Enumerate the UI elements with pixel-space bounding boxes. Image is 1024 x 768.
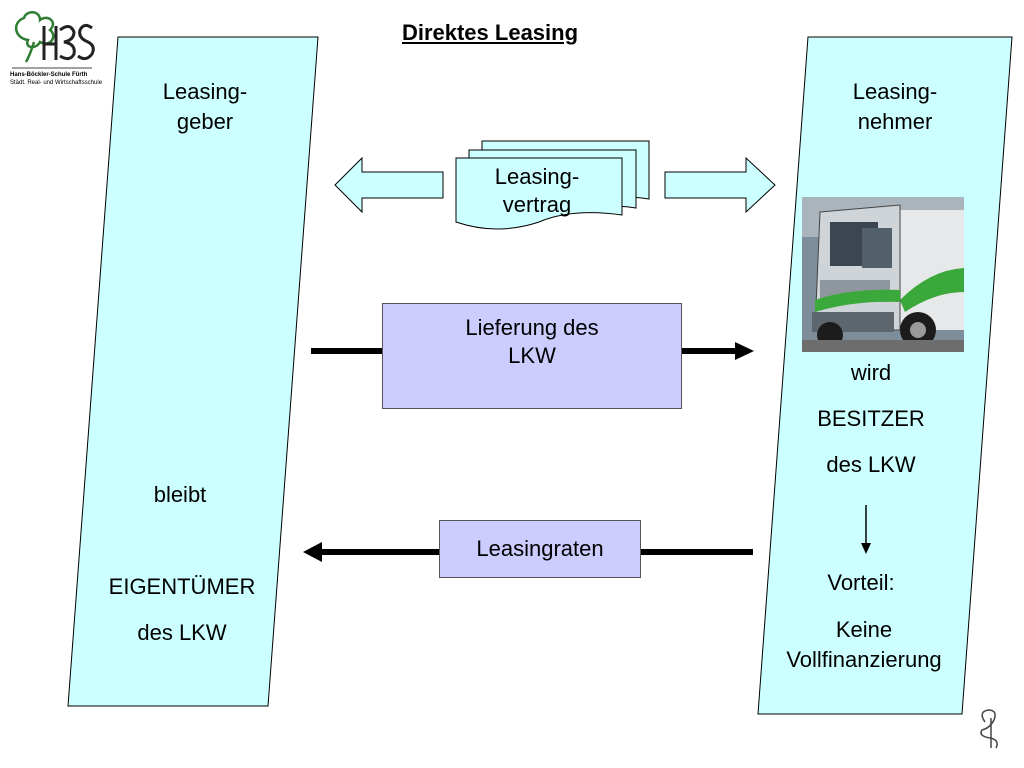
truck-photo-icon (802, 197, 964, 352)
lessor-label: Leasing- geber (130, 77, 280, 137)
contract-label-line2: vertrag (502, 192, 572, 217)
logo-school-name: Hans-Böckler-Schule Fürth (10, 72, 88, 78)
lessee-label-line2: nehmer (857, 109, 933, 134)
advantage-text: Keine Vollfinanzierung (764, 615, 964, 675)
right-hollow-arrow-icon (664, 156, 776, 214)
school-logo-letters (42, 23, 95, 61)
delivery-label-line1: Lieferung des (465, 315, 599, 340)
delivery-label-line2: LKW (508, 343, 556, 368)
lessor-shape (67, 36, 319, 707)
advantage-label: Vorteil: (827, 570, 895, 595)
payments-box: Leasingraten (439, 520, 641, 578)
lessee-status-besitzer: BESITZER (817, 406, 925, 431)
lessor-status-eigentuemer: EIGENTÜMER (108, 574, 256, 599)
lessor-status-bleibt: bleibt (153, 482, 207, 507)
lessee-label-line1: Leasing- (852, 79, 938, 104)
school-logo-icon (15, 11, 55, 63)
advantage-line2: Vollfinanzierung (786, 647, 942, 672)
logo-school-subtitle: Städt. Real- und Wirtschaftsschule (10, 80, 103, 86)
lessee-label: Leasing- nehmer (820, 77, 970, 137)
lessor-label-line1: Leasing- (162, 79, 248, 104)
lessor-status-des-lkw: des LKW (137, 620, 227, 645)
advantage-arrowhead-icon (861, 543, 871, 554)
payment-arrowhead-icon (303, 542, 322, 562)
delivery-arrowhead-icon (735, 342, 754, 360)
contract-label: Leasing- vertrag (462, 163, 612, 219)
left-hollow-arrow-icon (334, 156, 444, 214)
contract-label-line1: Leasing- (494, 164, 580, 189)
page-title: Direktes Leasing (401, 20, 579, 45)
delivery-box: Lieferung des LKW (382, 303, 682, 409)
lessor-label-line2: geber (176, 109, 234, 134)
contract-document-icon (455, 140, 650, 230)
lessee-status-wird: wird (850, 360, 892, 385)
advantage-line1: Keine (835, 617, 893, 642)
signature-icon (980, 709, 998, 749)
lessee-status-des-lkw: des LKW (826, 452, 916, 477)
